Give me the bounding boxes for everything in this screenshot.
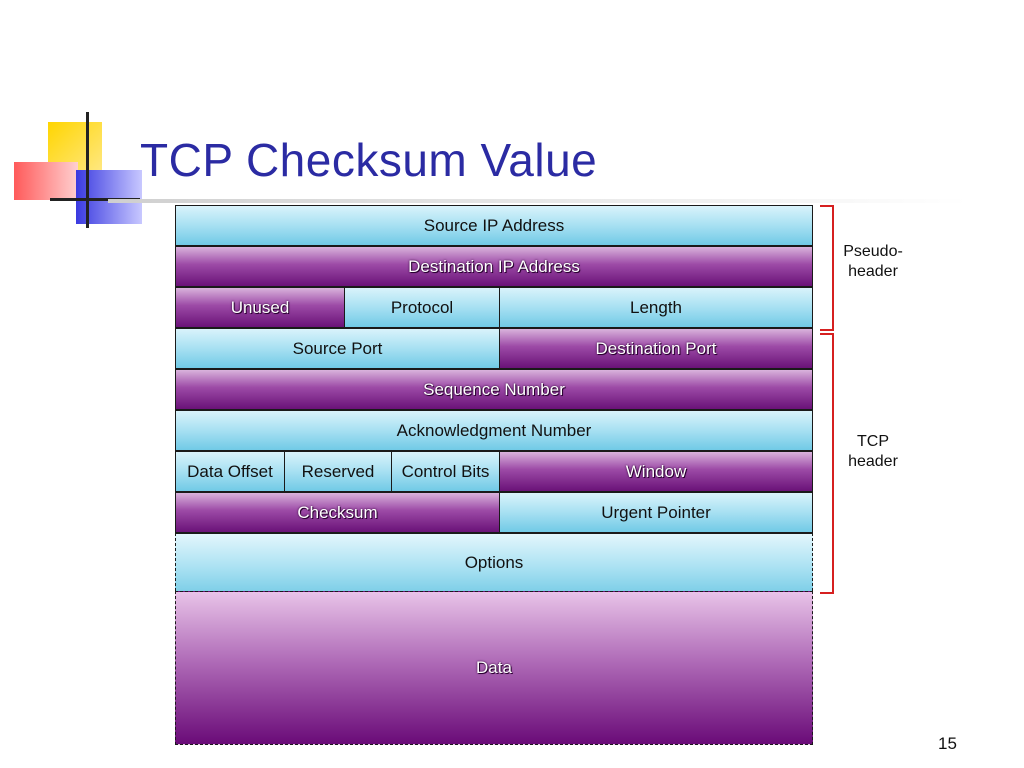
pseudo-header-bracket [820,205,834,331]
field-destination-port: Destination Port [499,328,813,369]
decor-vertical-line [86,112,89,228]
field-acknowledgment-number: Acknowledgment Number [175,410,813,451]
pseudo-header-label-line1: Pseudo- [843,243,903,260]
decor-horizontal-line [50,198,140,201]
field-destination-ip-address: Destination IP Address [175,246,813,287]
field-data: Data [175,591,813,745]
pseudo-header-label: Pseudo- header [833,242,913,282]
decor-red-square [14,162,78,200]
field-control-bits: Control Bits [391,451,500,492]
field-options: Options [175,533,813,591]
tcp-header-label-line1: TCP [857,433,889,450]
title-underline [108,199,968,203]
page-number: 15 [938,734,957,753]
field-urgent-pointer: Urgent Pointer [499,492,813,533]
tcp-header-bracket [820,333,834,594]
pseudo-header-label-line2: header [848,263,898,280]
field-source-port: Source Port [175,328,500,369]
field-length: Length [499,287,813,328]
slide-title: TCP Checksum Value [140,134,598,186]
field-protocol: Protocol [344,287,500,328]
field-checksum: Checksum [175,492,500,533]
field-source-ip-address: Source IP Address [175,205,813,246]
tcp-header-label: TCP header [833,432,913,472]
field-unused: Unused [175,287,345,328]
field-reserved: Reserved [284,451,392,492]
field-data-offset: Data Offset [175,451,285,492]
field-sequence-number: Sequence Number [175,369,813,410]
tcp-header-label-line2: header [848,453,898,470]
field-window: Window [499,451,813,492]
